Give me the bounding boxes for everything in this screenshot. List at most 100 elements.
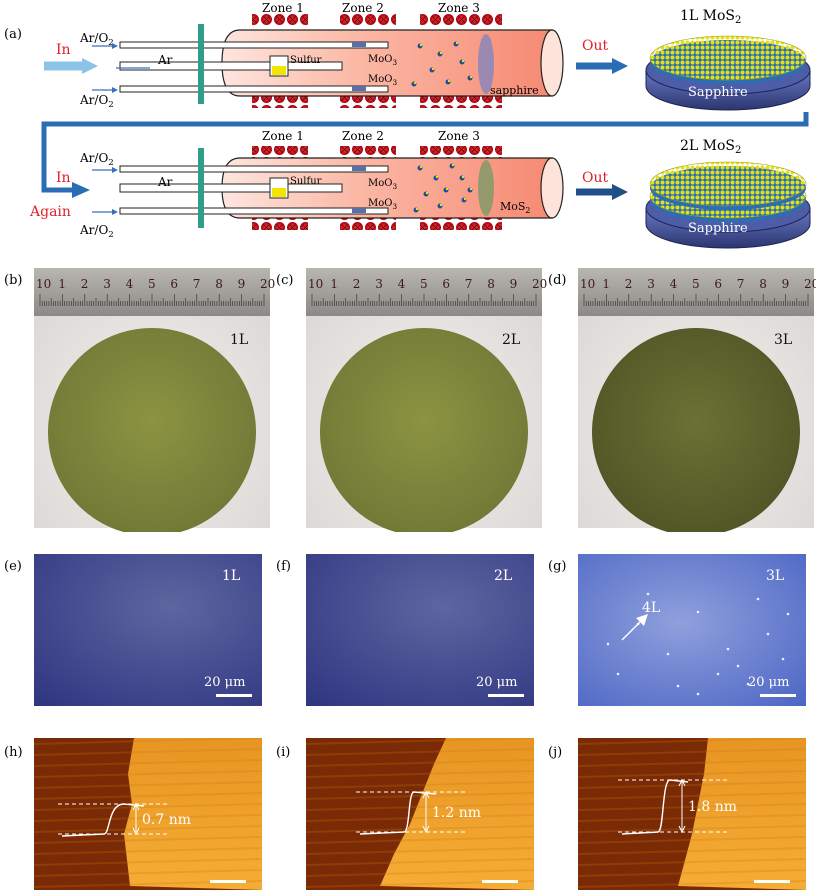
panel-label: (d) bbox=[548, 273, 566, 288]
heater-zone2-top bbox=[340, 14, 396, 26]
ruler-tick-label: 9 bbox=[782, 277, 790, 291]
ruler-tick-label: 20 bbox=[804, 277, 816, 291]
ruler-tick-label: 4 bbox=[126, 277, 134, 291]
afm-panel-3: (j) 1.8 nm bbox=[548, 738, 806, 890]
product-title-2l: 2L MoS2 bbox=[680, 138, 741, 156]
moo3-boat-lower bbox=[352, 86, 366, 91]
ruler-tick-label: 9 bbox=[510, 277, 518, 291]
ruler-tick-label: 7 bbox=[465, 277, 473, 291]
panel-label: (j) bbox=[548, 745, 562, 760]
heater-zone1-top bbox=[252, 14, 308, 26]
island-dot bbox=[736, 664, 740, 668]
heater2-zone1-bottom bbox=[252, 218, 308, 230]
zone3-label: Zone 3 bbox=[438, 1, 480, 15]
step-height-label: 1.8 nm bbox=[688, 799, 737, 815]
panel-label: (b) bbox=[4, 273, 22, 288]
ruler-tick-label: 2 bbox=[353, 277, 361, 291]
sulfur-label: Sulfur bbox=[290, 55, 322, 66]
panel-label-a: (a) bbox=[4, 27, 22, 42]
product-base-1l: Sapphire bbox=[688, 85, 748, 100]
ruler-tick-label: 8 bbox=[759, 277, 767, 291]
ruler-tick-label: 6 bbox=[714, 277, 722, 291]
heater-zone3-top bbox=[420, 14, 502, 26]
ruler-tick-label: 10 bbox=[36, 277, 51, 291]
island-dot bbox=[746, 682, 750, 686]
ruler-tick-label: 3 bbox=[103, 277, 111, 291]
scale-bar bbox=[760, 694, 796, 697]
ruler-tick-label: 2 bbox=[81, 277, 89, 291]
arrow-label-4l: 4L bbox=[642, 600, 660, 616]
ruler-tick-label: 5 bbox=[692, 277, 700, 291]
heater-zone1-bottom bbox=[252, 96, 308, 108]
moo3-label-upper: MoO3 bbox=[368, 54, 397, 67]
island-dot bbox=[766, 632, 770, 636]
island-dot bbox=[786, 612, 790, 616]
gas-label-bottom-2: Ar/O2 bbox=[79, 223, 114, 240]
wafer-disc bbox=[320, 328, 528, 532]
inlet-label-2: In bbox=[56, 170, 71, 186]
afm-terrace bbox=[124, 738, 262, 890]
gas-label-top-2: Ar/O2 bbox=[79, 151, 114, 168]
panel-label: (c) bbox=[276, 273, 293, 288]
ruler-tick-label: 4 bbox=[670, 277, 678, 291]
outlet-label: Out bbox=[582, 38, 608, 54]
substrate-label-2: MoS2 bbox=[500, 200, 530, 215]
heater2-zone2-bottom bbox=[340, 218, 396, 230]
zone2-label-2: Zone 2 bbox=[342, 129, 384, 143]
island-dot bbox=[646, 592, 650, 596]
repeat-flow-arrow bbox=[41, 112, 809, 193]
scale-bar-label: 20 μm bbox=[204, 675, 245, 690]
moo3-boat-upper bbox=[352, 42, 366, 47]
bottom-furnace: Zone 1 Zone 2 Zone 3 Sulfur MoO3 MoO3 Mo… bbox=[29, 129, 628, 240]
island-dot bbox=[696, 610, 700, 614]
layer-label: 3L bbox=[774, 332, 792, 348]
gas-label-mid: Ar bbox=[157, 53, 173, 67]
ruler-tick-label: 5 bbox=[420, 277, 428, 291]
panel-a-schematic: (a) bbox=[4, 1, 811, 249]
gas-label-bottom: Ar/O2 bbox=[79, 93, 114, 110]
ruler-tick-label: 7 bbox=[193, 277, 201, 291]
ruler-tick-label: 3 bbox=[647, 277, 655, 291]
product-2l: 2L MoS2 Sapphire bbox=[645, 138, 811, 249]
ruler-tick-label: 1 bbox=[602, 277, 610, 291]
layer-label: 2L bbox=[494, 568, 512, 584]
wafer-disc bbox=[48, 328, 256, 532]
layer-label: 1L bbox=[222, 568, 240, 584]
moo3-label-upper-2: MoO3 bbox=[368, 178, 397, 191]
island-dot bbox=[676, 684, 680, 688]
gas-label-top: Ar/O2 bbox=[79, 31, 114, 48]
island-dot bbox=[666, 652, 670, 656]
inlet-label: In bbox=[56, 42, 71, 58]
afm-terrace bbox=[678, 738, 806, 890]
sulfur-label-2: Sulfur bbox=[290, 176, 322, 187]
top-furnace: Zone 1 Zone 2 Zone 3 Sulfur MoO3 MoO3 sa… bbox=[44, 1, 628, 110]
gas-label-mid-2: Ar bbox=[157, 175, 173, 189]
panel-label: (h) bbox=[4, 745, 23, 760]
product-1l: 1L MoS2 Sapphire bbox=[645, 8, 811, 111]
island-dot bbox=[716, 672, 720, 676]
optical-image bbox=[34, 554, 262, 706]
sapphire-substrate bbox=[478, 34, 494, 94]
ruler-tick-label: 9 bbox=[238, 277, 246, 291]
ruler-tick-label: 4 bbox=[398, 277, 406, 291]
product-title-1l: 1L MoS2 bbox=[680, 8, 741, 26]
ruler-tick-label: 5 bbox=[148, 277, 156, 291]
heater2-zone3-bottom bbox=[420, 218, 502, 230]
heater2-zone2-top bbox=[340, 146, 396, 158]
ruler-tick-label: 6 bbox=[170, 277, 178, 291]
moo3-label-lower-2: MoO3 bbox=[368, 198, 397, 211]
afm-row: (h)0.7 nm(i)1.2 nm(j)1.8 nm bbox=[4, 738, 806, 890]
step-height-label: 0.7 nm bbox=[142, 812, 191, 828]
panel-label: (f) bbox=[276, 559, 291, 574]
ruler bbox=[34, 268, 270, 316]
heater2-zone3-top bbox=[420, 146, 502, 158]
layer-label: 2L bbox=[502, 332, 520, 348]
inlet-again-label: Again bbox=[29, 204, 71, 220]
tube-opening bbox=[540, 29, 564, 97]
flange-2 bbox=[198, 148, 204, 228]
